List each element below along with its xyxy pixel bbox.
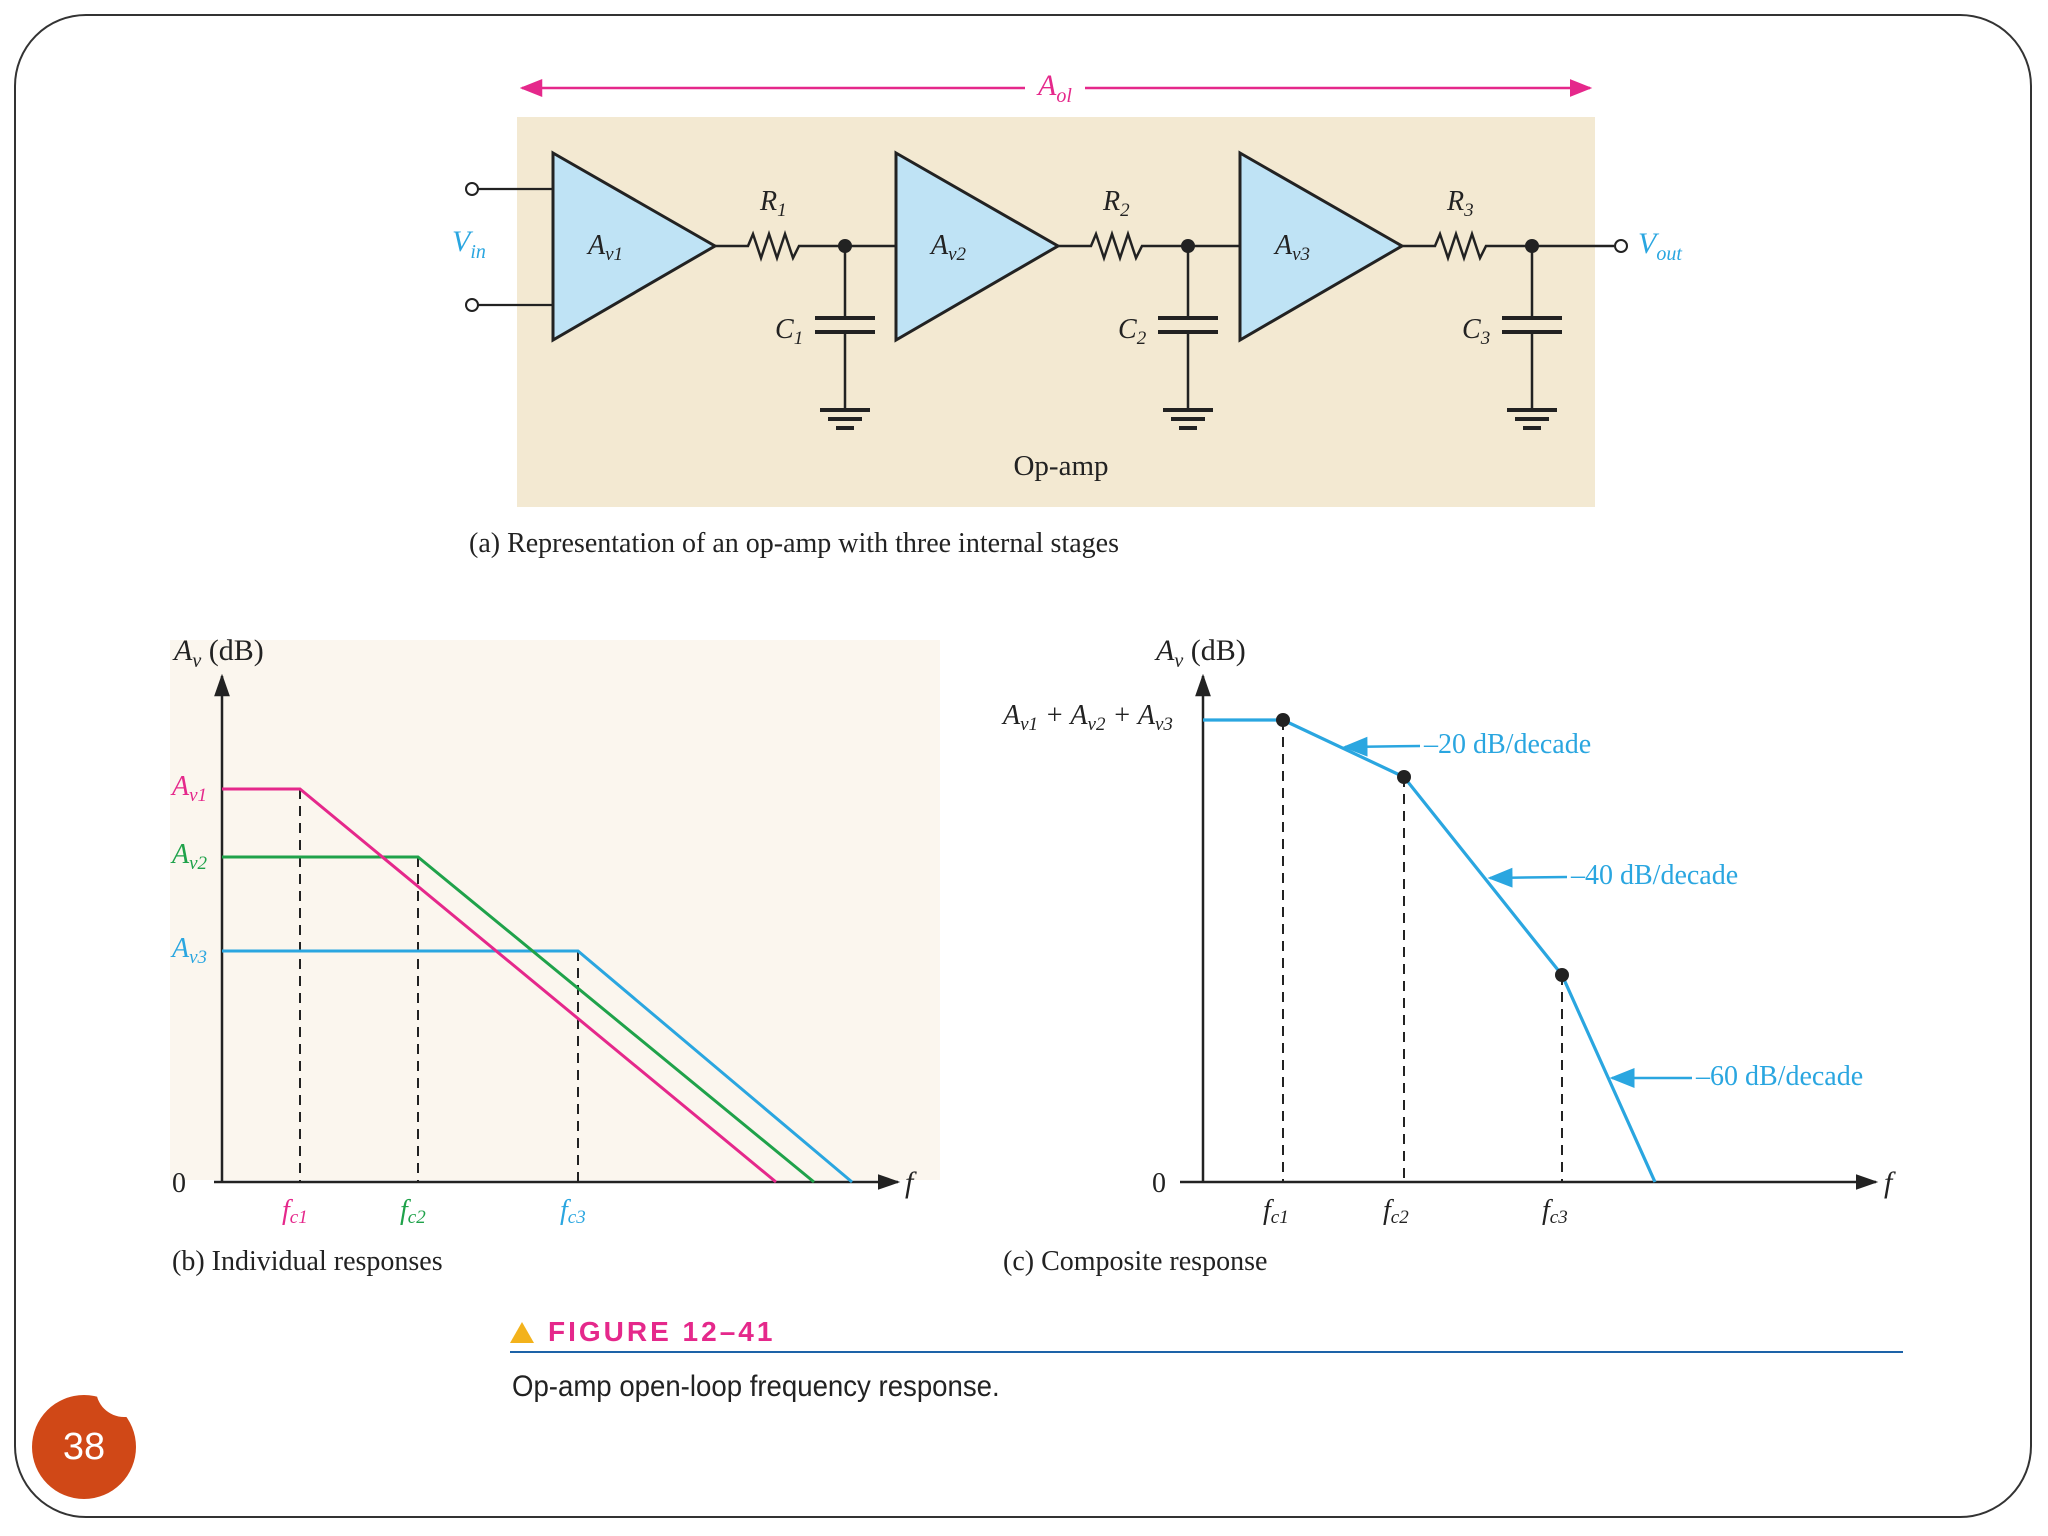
response-line-av3 (222, 949, 853, 1184)
op-amp-label: Op-amp (1013, 450, 1108, 482)
resistor-r3 (1402, 230, 1614, 262)
slope-label-20: –20 dB/decade (1423, 729, 1591, 760)
amplifier-stage-1 (551, 150, 719, 343)
level-label-av2: Av2 (170, 839, 208, 874)
response-line-av1 (222, 787, 777, 1184)
response-line-av2 (222, 855, 815, 1184)
caption-b: (b) Individual responses (172, 1246, 443, 1277)
freq-label-fc2: fc2 (400, 1195, 426, 1228)
capacitor-label-1: C1 (775, 314, 803, 349)
graph-c-x-label: f (1884, 1166, 1896, 1199)
page-number: 38 (62, 1426, 106, 1468)
graph-c-zero-label: 0 (1152, 1168, 1166, 1199)
figure-number: FIGURE 12–41 (548, 1316, 775, 1347)
graph-b-zero-label: 0 (172, 1168, 186, 1199)
circuit-diagram: Aol Vin Av1 R1 C1 Av2 R2 (452, 69, 1682, 507)
ground-symbol-3 (1507, 408, 1557, 430)
input-terminal-plus (465, 182, 479, 196)
resistor-r1 (715, 230, 896, 262)
breakpoint-fc2 (1397, 770, 1411, 784)
caption-a: (a) Representation of an op-amp with thr… (469, 528, 1119, 559)
figure-title: Op-amp open-loop frequency response. (512, 1370, 1000, 1403)
resistor-r2 (1058, 230, 1240, 262)
c-freq-label-fc2: fc2 (1383, 1195, 1409, 1228)
resistor-label-1: R1 (759, 186, 787, 221)
freq-label-fc3: fc3 (560, 1195, 586, 1228)
vout-label: Vout (1638, 227, 1682, 265)
vin-label: Vin (452, 225, 486, 263)
amp-label-3: Av3 (1273, 230, 1310, 265)
ground-symbol-2 (1163, 408, 1213, 430)
graph-c-top-level-label: Av1 + Av2 + Av3 (1001, 700, 1173, 735)
graph-composite-response: Av (dB) f 0 Av1 + Av2 + Av3 –20 dB/decad… (1001, 634, 1896, 1228)
page-number-badge: 38 (32, 1389, 136, 1499)
slope-label-40: –40 dB/decade (1570, 860, 1738, 891)
amplifier-stage-2 (894, 150, 1062, 343)
level-label-av1: Av1 (170, 771, 207, 806)
slope-label-60: –60 dB/decade (1695, 1061, 1863, 1092)
breakpoint-fc1 (1276, 713, 1290, 727)
capacitor-label-3: C3 (1462, 314, 1490, 349)
amp-label-2: Av2 (929, 230, 967, 265)
freq-label-fc1: fc1 (282, 1195, 308, 1228)
resistor-label-3: R3 (1446, 186, 1474, 221)
capacitor-label-2: C2 (1118, 314, 1147, 349)
graph-c-y-label: Av (dB) (1154, 634, 1246, 672)
amp-label-1: Av1 (586, 230, 623, 265)
aol-label: Aol (1036, 69, 1072, 107)
figure-triangle-icon (510, 1322, 534, 1343)
graph-individual-responses: Av (dB) f 0 Av1 Av2 Av3 fc1 fc2 fc3 (170, 634, 940, 1228)
c-freq-label-fc1: fc1 (1263, 1195, 1289, 1228)
c-freq-label-fc3: fc3 (1542, 1195, 1568, 1228)
composite-response-line (1203, 718, 1657, 1183)
ground-symbol-1 (820, 408, 870, 430)
level-label-av3: Av3 (170, 933, 207, 968)
breakpoint-fc3 (1555, 968, 1569, 982)
op-amp-panel (517, 117, 1595, 507)
resistor-label-2: R2 (1102, 186, 1130, 221)
input-terminal-minus (465, 298, 479, 312)
graph-b-y-label: Av (dB) (172, 634, 264, 672)
output-terminal (1614, 239, 1628, 253)
caption-c: (c) Composite response (1003, 1246, 1267, 1277)
amplifier-stage-3 (1238, 150, 1406, 343)
